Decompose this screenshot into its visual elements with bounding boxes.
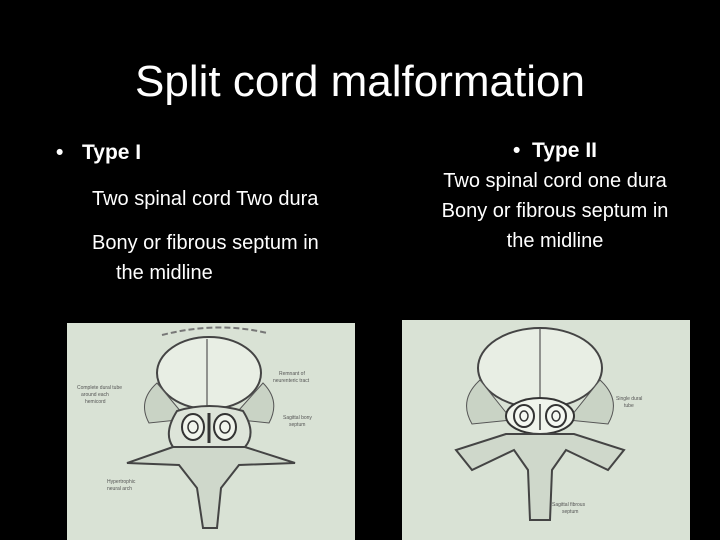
label-single-dural-2: tube <box>624 403 634 409</box>
label-sagittal-fibrous-2: septum <box>562 509 578 515</box>
type-one-line2b: the midline <box>116 262 213 284</box>
type-two-vertebra-illustration: Single dural tube Sagittal fibrous septu… <box>454 327 642 521</box>
type-one-diagram: Complete dural tube around each hemicord… <box>67 323 355 540</box>
type-one-line2a: Bony or fibrous septum in <box>92 232 319 254</box>
type-two-line1: Two spinal cord one dura <box>443 170 667 192</box>
type-one-bullet: • Type I <box>56 138 376 168</box>
type-two-bullet: • Type II <box>400 136 710 166</box>
label-complete-dural-tube-2: around each <box>81 392 109 398</box>
label-sagittal-bony: Sagittal bony <box>283 415 312 421</box>
label-sagittal-fibrous: Sagittal fibrous <box>552 502 586 508</box>
type-two-heading: Type II <box>532 139 597 162</box>
type-two-line2b: the midline <box>506 230 604 252</box>
slide-title: Split cord malformation <box>135 57 585 106</box>
label-complete-dural-tube: Complete dural tube <box>77 385 122 391</box>
type-one-heading: Type I <box>82 141 142 164</box>
label-remnant-2: neurenteric tract <box>273 378 310 384</box>
type-one-vertebra-illustration: Complete dural tube around each hemicord… <box>77 326 312 529</box>
label-hypertrophic-2: neural arch <box>107 486 132 492</box>
label-sagittal-bony-2: septum <box>289 422 305 428</box>
label-complete-dural-tube-3: hemicord <box>85 399 106 405</box>
type-two-diagram: Single dural tube Sagittal fibrous septu… <box>402 320 690 540</box>
label-single-dural: Single dural <box>616 396 642 402</box>
label-remnant: Remnant of <box>279 371 305 377</box>
bullet-dot: • <box>56 141 64 164</box>
type-one-line2: Bony or fibrous septum in the midline <box>92 228 392 288</box>
type-one-column: • Type I <box>56 138 376 168</box>
type-two-line2a: Bony or fibrous septum in <box>441 200 669 222</box>
label-hypertrophic: Hypertrophic <box>107 479 136 485</box>
type-two-column: • Type II Two spinal cord one dura Bony … <box>400 136 710 256</box>
bullet-dot: • <box>513 139 533 162</box>
type-one-line1: Two spinal cord Two dura <box>92 188 319 210</box>
